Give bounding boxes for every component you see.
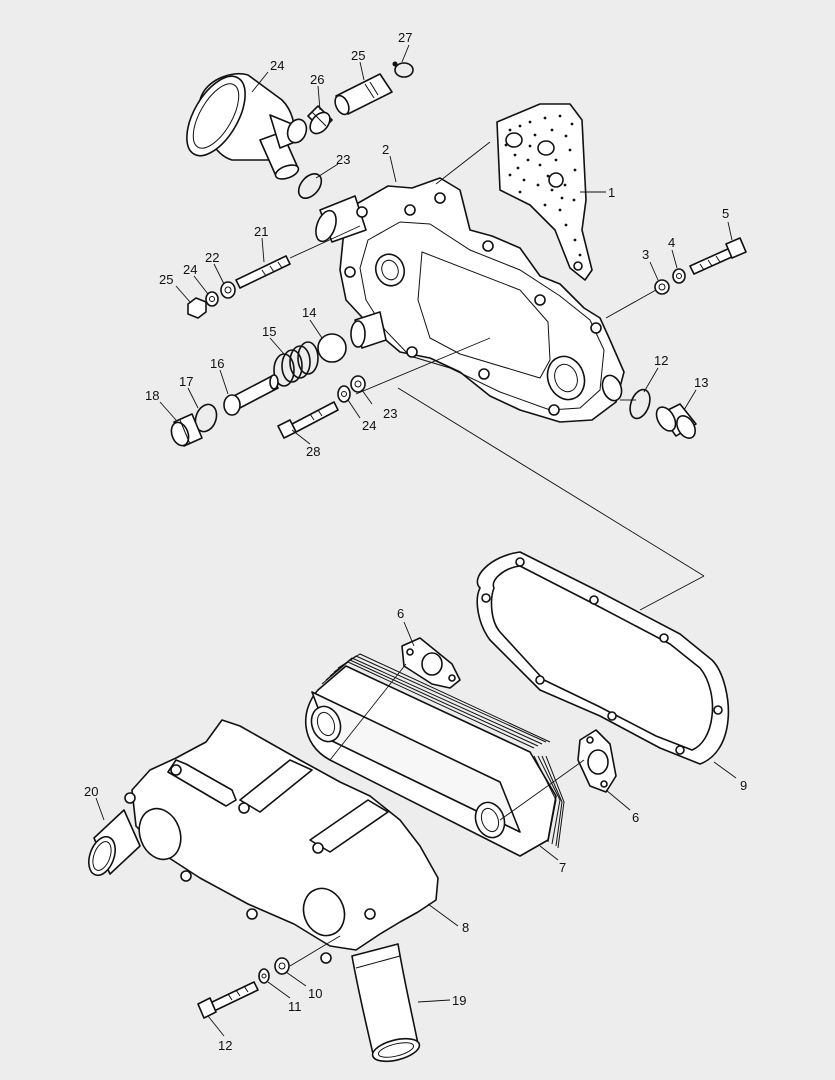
part-31-clip [392, 61, 414, 78]
part-20-outlet-pipe [351, 943, 421, 1063]
callout-20: 19 [452, 993, 466, 1008]
callout-1: 1 [608, 185, 615, 200]
callout-30: 26 [310, 72, 324, 87]
callout-8: 8 [462, 920, 469, 935]
callout-11: 11 [288, 999, 302, 1014]
leader-lines [95, 44, 737, 1037]
callout-3: 3 [642, 247, 649, 262]
part-14-plug [655, 403, 697, 439]
part-29-pin [334, 73, 393, 116]
part-16-spring [273, 341, 319, 387]
callout-2: 2 [382, 142, 389, 157]
callout-23: 22 [205, 250, 219, 265]
callout-29: 25 [351, 48, 365, 63]
callout-18: 17 [179, 374, 193, 389]
part-30-sleeve [307, 105, 333, 135]
callout-12: 12 [218, 1038, 232, 1053]
callout-28: 28 [306, 444, 320, 459]
part-13-o-ring [629, 388, 651, 420]
part-19-plug [170, 413, 203, 447]
callout-10: 10 [308, 986, 322, 1001]
part-7-cooler-core [305, 653, 565, 857]
part-8-lower-housing [124, 719, 439, 964]
callout-24-lower: 24 [362, 418, 376, 433]
part-9-gasket [476, 551, 730, 765]
callout-4: 4 [668, 235, 675, 250]
callout-15: 14 [302, 305, 316, 320]
callout-6-lower: 6 [632, 810, 639, 825]
part-15-ball [317, 333, 347, 363]
part-6-gasket-upper [401, 637, 461, 689]
callout-31: 27 [398, 30, 412, 45]
part-10-washer [274, 957, 290, 975]
callout-24: 24 [183, 262, 197, 277]
part-5-bolt [689, 237, 747, 275]
callout-6-upper: 6 [397, 606, 404, 621]
part-24-washer [205, 291, 219, 307]
callout-19: 18 [145, 388, 159, 403]
callout-23-lower: 23 [383, 406, 397, 421]
part-4-washer [672, 268, 686, 284]
part-12-bolt [197, 981, 259, 1019]
part-2-cooler-cover [315, 177, 625, 423]
callout-26: 23 [336, 152, 350, 167]
part-28-bolt [277, 401, 339, 439]
callout-27: 24 [270, 58, 284, 73]
part-6-gasket-lower [577, 729, 617, 793]
callout-16: 15 [262, 324, 276, 339]
callout-labels: 27 25 26 24 23 2 1 5 4 3 21 22 24 25 14 … [84, 30, 747, 1053]
callout-13: 12 [654, 353, 668, 368]
callout-25: 25 [159, 272, 173, 287]
part-3-washer [654, 279, 670, 295]
part-17-plunger [223, 374, 279, 416]
part-26-o-ring [297, 173, 323, 199]
callout-17: 16 [210, 356, 224, 371]
callout-9: 9 [740, 778, 747, 793]
part-18-o-ring [194, 403, 218, 433]
callout-21: 20 [84, 784, 98, 799]
callout-14: 13 [694, 375, 708, 390]
callout-22: 21 [254, 224, 268, 239]
callout-7: 7 [559, 860, 566, 875]
callout-5: 5 [722, 206, 729, 221]
part-22-bolt [235, 255, 291, 289]
part-1-perforated-plate [496, 103, 593, 281]
part-21-inlet-pipe [88, 809, 141, 877]
part-11-washer [258, 968, 270, 984]
part-25-nut [187, 297, 207, 319]
part-23-lower-washer [350, 375, 366, 393]
part-24-lower-washer [337, 385, 351, 403]
part-27-housing [186, 73, 308, 180]
part-23-washer [220, 281, 236, 299]
